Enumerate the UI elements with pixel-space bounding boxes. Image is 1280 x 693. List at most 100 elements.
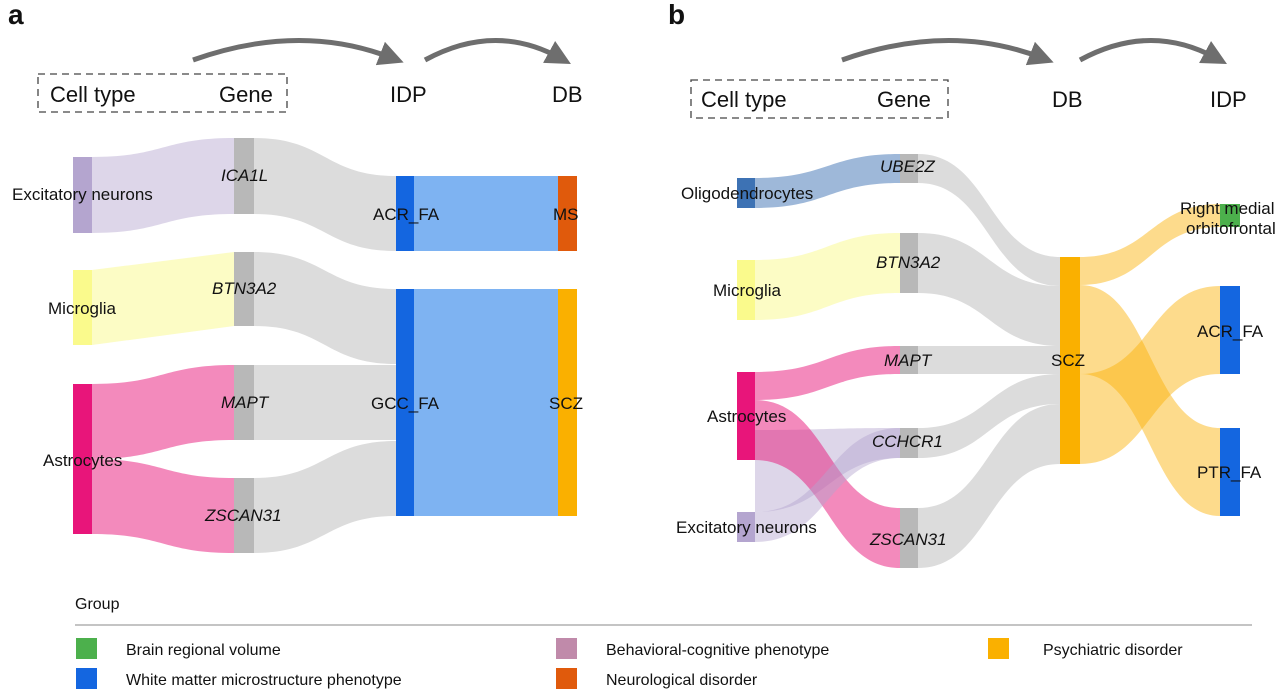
node-a-gcc-fa [396,289,414,516]
label-b-oligo: Oligodendrocytes [681,184,813,203]
node-a-ms [558,176,577,251]
node-b-zscan31 [900,508,918,568]
flow-btn3a2-gcc [254,252,396,364]
flow-zscan31-gcc [254,441,396,553]
node-b-microglia [737,260,755,320]
node-b-excitatory [737,512,755,542]
flow-gcc-scz [414,289,558,516]
flow-microglia-btn3a2-b [755,233,900,320]
legend-swatch-brain-volume [76,638,97,659]
label-b-rmo-line2: orbitofrontal [1186,219,1276,238]
node-a-astrocytes [73,384,92,534]
flow-astrocytes-mapt-b [755,346,900,400]
legend-swatch-white-matter [76,668,97,689]
node-b-acr-fa [1220,286,1240,374]
flow-acr-ms [414,176,558,251]
panel-b-header-db: DB [1052,87,1083,112]
node-a-ica1l [234,138,254,214]
flow-astrocytes-zscan31 [92,459,234,553]
panel-a-arrow-2 [423,38,571,65]
flow-microglia-btn3a2 [92,252,234,345]
label-a-ica1l: ICA1L [221,166,268,185]
panel-b-arrow-1 [841,38,1054,66]
node-a-zscan31 [234,478,254,553]
panel-b-header-gene: Gene [877,87,931,112]
label-b-microglia: Microglia [713,281,782,300]
flow-ube2z-scz [918,154,1060,286]
flow-cchcr1-scz [918,374,1060,458]
label-b-acr-fa: ACR_FA [1197,322,1264,341]
label-b-btn3a2: BTN3A2 [876,253,941,272]
panel-a-dashed-box [37,73,288,113]
legend-label-psychiatric: Psychiatric disorder [1043,642,1183,659]
flow-scz-rmo [1080,204,1220,285]
panel-b-arrow-2 [1078,38,1227,64]
label-a-scz: SCZ [549,394,583,413]
flow-astrocytes-mapt [92,365,234,459]
node-a-microglia [73,270,92,345]
label-a-btn3a2: BTN3A2 [212,279,277,298]
legend-label-brain-volume: Brain regional volume [126,642,281,659]
flow-excitatory-cchcr1-overlay [755,428,900,542]
node-b-ptr-fa [1220,428,1240,516]
label-a-zscan31: ZSCAN31 [204,506,282,525]
node-b-rmo [1220,204,1240,227]
label-b-rmo-line1: Right medial [1180,199,1275,218]
flow-zscan31-scz [918,404,1060,568]
flow-btn3a2-scz [918,233,1060,346]
node-b-ube2z [900,154,918,183]
flow-mapt-gcc [254,365,396,440]
label-b-scz: SCZ [1051,351,1085,370]
node-b-cchcr1 [900,428,918,458]
label-b-excitatory: Excitatory neurons [676,518,817,537]
legend-swatch-psychiatric [988,638,1009,659]
panel-b-header-cell-type: Cell type [701,87,787,112]
flow-astrocytes-zscan31-b [755,400,900,568]
panel-a-header-gene: Gene [219,82,273,107]
label-b-mapt: MAPT [884,351,933,370]
label-a-mapt: MAPT [221,393,270,412]
node-a-scz [558,289,577,516]
node-b-oligo [737,178,755,208]
node-b-mapt [900,346,918,374]
flow-scz-ptr [1080,285,1220,516]
label-b-ptr-fa: PTR_FA [1197,463,1262,482]
flow-mapt-scz [918,346,1060,374]
label-a-excitatory: Excitatory neurons [12,185,153,204]
legend-swatch-behavioral [556,638,577,659]
panel-a-header-cell-type: Cell type [50,82,136,107]
panel-a: a Cell type Gene IDP DB [8,0,583,553]
flow-scz-acr [1080,286,1220,464]
label-a-gcc-fa: GCC_FA [371,394,440,413]
flow-ica1l-acr [254,138,396,251]
legend-label-neurological: Neurological disorder [606,672,758,689]
label-b-ube2z: UBE2Z [880,157,935,176]
panel-a-header-idp: IDP [390,82,427,107]
panel-b-dashed-box [690,79,949,119]
node-b-astrocytes [737,372,755,460]
panel-b-header-idp: IDP [1210,87,1247,112]
label-a-microglia: Microglia [48,299,117,318]
label-b-astrocytes: Astrocytes [707,407,786,426]
label-a-acr-fa: ACR_FA [373,205,440,224]
legend-title: Group [75,596,120,613]
label-a-astrocytes: Astrocytes [43,451,122,470]
node-a-excitatory [73,157,92,233]
node-b-scz [1060,257,1080,464]
flow-excitatory-ica1l [92,138,234,233]
flow-oligo-ube2z [755,154,900,208]
panel-b: b Cell type Gene DB IDP [668,0,1276,568]
legend-label-white-matter: White matter microstructure phenotype [126,672,402,689]
node-a-mapt [234,365,254,440]
label-b-cchcr1: CCHCR1 [872,432,943,451]
panel-a-header-db: DB [552,82,583,107]
node-b-btn3a2 [900,233,918,293]
node-a-acr-fa [396,176,414,251]
panel-b-letter: b [668,0,685,30]
label-a-ms: MS [553,205,579,224]
legend-swatch-neurological [556,668,577,689]
panel-a-letter: a [8,0,24,30]
label-b-zscan31: ZSCAN31 [869,530,947,549]
node-a-btn3a2 [234,252,254,326]
